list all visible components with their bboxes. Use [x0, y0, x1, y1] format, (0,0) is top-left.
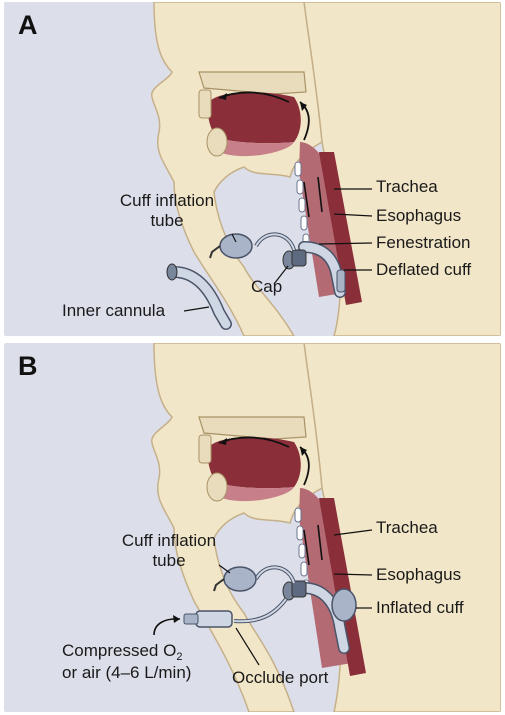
- panel-a: A Cuff inflation tube Cap Inner cannula …: [4, 2, 501, 336]
- cuff-inflation-line1: Cuff inflation: [94, 531, 244, 551]
- cuff-inflation-line1: Cuff inflation: [92, 191, 242, 211]
- compressed-line2: or air (4–6 L/min): [62, 663, 191, 683]
- trachea-label-a: Trachea: [376, 177, 438, 197]
- panel-letter-b: B: [18, 351, 38, 382]
- compressed-line1: Compressed O2: [62, 641, 191, 663]
- cuff-inflation-tube-line: [256, 567, 294, 583]
- cuff-inflation-tube-line: [256, 234, 294, 250]
- cuff-inflation-tube-label-a: Cuff inflation tube: [92, 191, 242, 231]
- gas-connector-end: [184, 614, 198, 624]
- cuff-inflation-tube-label-b: Cuff inflation tube: [94, 531, 244, 571]
- inflated-cuff: [332, 589, 356, 621]
- compressed-o-text: Compressed O: [62, 641, 176, 660]
- compressed-subscript: 2: [176, 651, 182, 663]
- gas-flow-arrowhead: [173, 615, 180, 623]
- occlude-port-label: Occlude port: [232, 668, 328, 688]
- compressed-gas-label: Compressed O2 or air (4–6 L/min): [62, 641, 191, 683]
- cap-label: Cap: [251, 277, 282, 297]
- panel-letter-a: A: [18, 10, 38, 41]
- deflated-cuff-label: Deflated cuff: [376, 260, 471, 280]
- lower-teeth: [207, 128, 227, 156]
- inner-cannula-label: Inner cannula: [62, 301, 165, 321]
- trachea-label-b: Trachea: [376, 518, 438, 538]
- lower-teeth: [207, 473, 227, 501]
- inflated-cuff-label: Inflated cuff: [376, 598, 464, 618]
- cuff-inflation-line2: tube: [94, 551, 244, 571]
- esophagus-label-b: Esophagus: [376, 565, 461, 585]
- gas-connector: [196, 611, 232, 627]
- panel-b: B Cuff inflation tube Trachea Esophagus …: [4, 343, 501, 712]
- upper-teeth: [199, 90, 211, 118]
- cuff-inflation-line2: tube: [92, 211, 242, 231]
- fenestration-label: Fenestration: [376, 233, 471, 253]
- neck-flange: [292, 250, 306, 266]
- deflated-cuff: [337, 270, 345, 292]
- inner-cannula-end: [167, 264, 177, 280]
- esophagus-label-a: Esophagus: [376, 206, 461, 226]
- upper-teeth: [199, 435, 211, 463]
- pilot-balloon: [220, 234, 252, 258]
- neck-flange: [292, 581, 306, 597]
